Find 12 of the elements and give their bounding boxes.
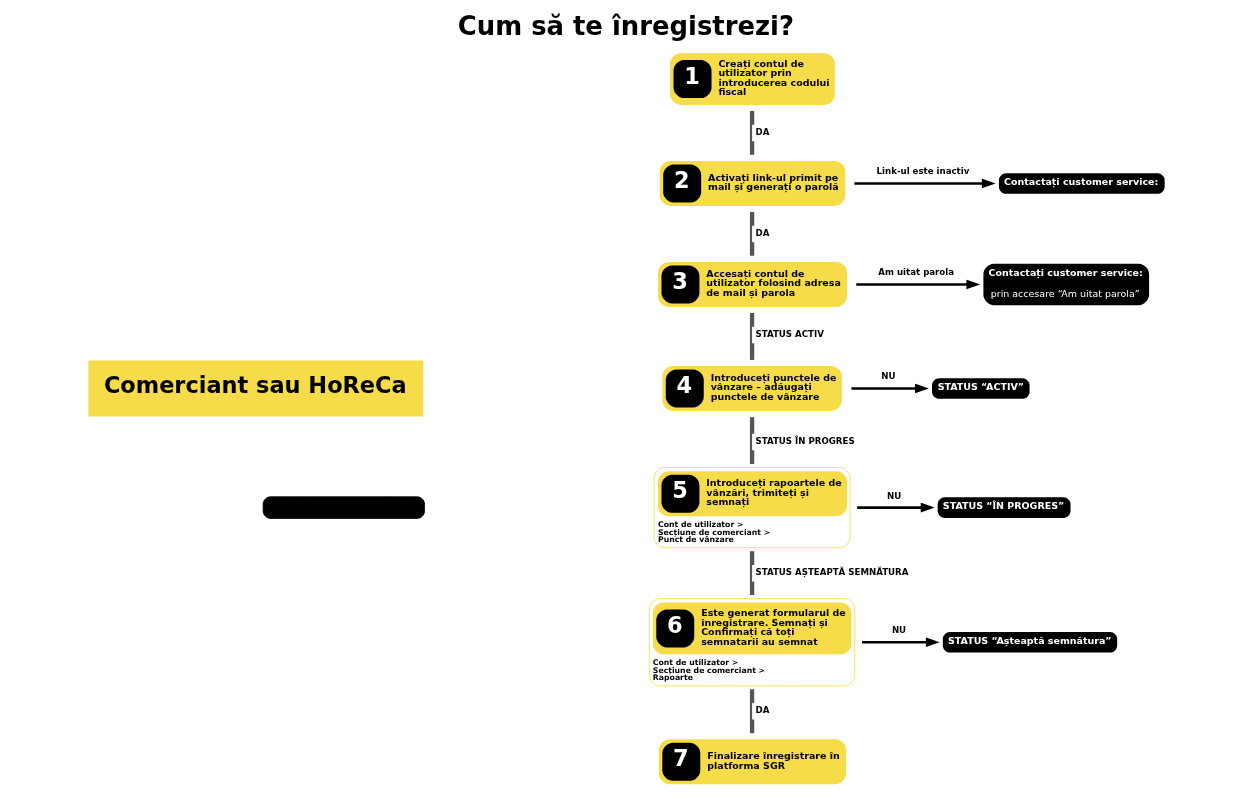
edge-label: STATUS ÎN PROGRES: [755, 435, 855, 446]
edge-label: NU: [880, 371, 896, 382]
edge-label: NU: [891, 625, 906, 636]
diagram-title: Cum să te înregistrezi?: [457, 11, 794, 42]
edge-label: DA: [755, 227, 769, 238]
edge-label: STATUS ACTIV: [755, 328, 824, 339]
edge-label: Link-ul este inactiv: [876, 166, 969, 177]
edge-label: NU: [886, 490, 901, 501]
edge-label: DA: [755, 705, 769, 716]
edge-label: DA: [755, 126, 769, 137]
edge-label: Am uitat parola: [877, 267, 954, 278]
edge-label: STATUS AȘTEAPTĂ SEMNĂTURA: [755, 566, 908, 577]
